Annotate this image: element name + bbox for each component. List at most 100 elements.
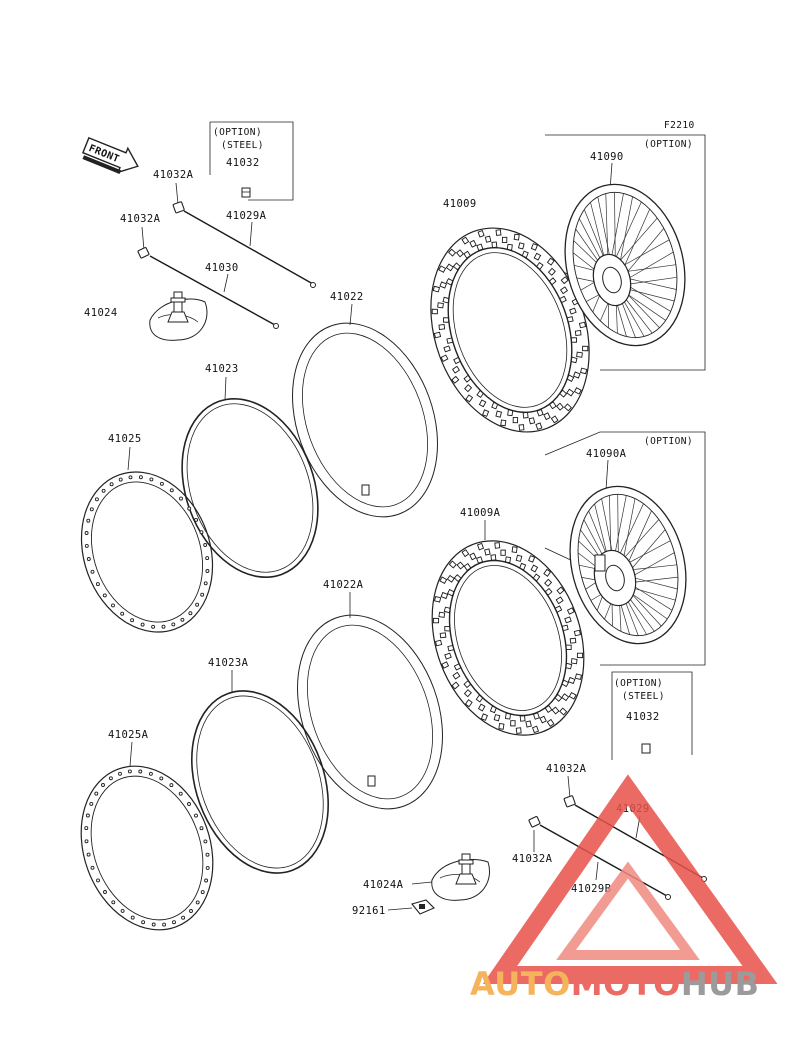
tread-knob bbox=[528, 417, 536, 425]
tread-knob bbox=[555, 596, 564, 605]
rim-band-41023A: 41023A bbox=[191, 657, 329, 874]
part-number: 41032 bbox=[226, 157, 260, 169]
spoke-hole bbox=[86, 852, 91, 857]
spoke-hole bbox=[103, 890, 107, 894]
tread-knob bbox=[522, 411, 529, 419]
tread-knob bbox=[435, 639, 443, 647]
tread-knob bbox=[438, 611, 446, 618]
watermark-text: AUTOMOTOHUB bbox=[470, 965, 760, 1003]
tread-knob bbox=[500, 419, 507, 427]
spoke-hole bbox=[151, 922, 156, 927]
spoke-hole bbox=[159, 481, 164, 486]
tread-knob bbox=[439, 632, 447, 639]
tube-41022A: 41022A bbox=[297, 579, 443, 810]
spoke-hole bbox=[199, 530, 204, 535]
part-92161: 92161 bbox=[352, 899, 435, 917]
spoke-set-41029A: 41032A 41029A 41032A 41030 bbox=[120, 169, 316, 329]
tread-knob bbox=[525, 720, 532, 728]
tread-knob bbox=[567, 676, 576, 685]
spoke-hole bbox=[195, 900, 200, 905]
spoke-hole bbox=[200, 592, 205, 597]
tread-knob bbox=[463, 689, 472, 698]
spoke-hole bbox=[203, 581, 208, 586]
part-number: 41090 bbox=[590, 151, 624, 163]
tread-knob bbox=[484, 548, 491, 556]
spoke-hole bbox=[101, 783, 105, 787]
tread-knob bbox=[484, 235, 492, 243]
spoke-hole bbox=[138, 475, 143, 480]
tread-knob bbox=[478, 399, 487, 408]
part-label-41032A: 41032A bbox=[512, 853, 553, 865]
tread-knob bbox=[464, 699, 473, 708]
tread-knob bbox=[539, 715, 547, 724]
spoke-hole bbox=[130, 915, 135, 920]
option-label: (OPTION) bbox=[644, 436, 693, 447]
tread-knob bbox=[438, 324, 446, 330]
wheel-41090A bbox=[569, 485, 687, 645]
rim-41025: 41025 bbox=[80, 433, 214, 633]
spoke-hole bbox=[169, 488, 174, 493]
tread-knob bbox=[560, 276, 569, 285]
tread-knob bbox=[432, 285, 441, 293]
tread-knob bbox=[461, 549, 470, 558]
tread-knob bbox=[438, 265, 447, 273]
spoke-hole bbox=[141, 920, 146, 925]
spoke-hole bbox=[101, 488, 106, 493]
spoke-hole bbox=[161, 624, 166, 629]
spoke-hole bbox=[179, 496, 183, 501]
tread-knob bbox=[480, 713, 488, 721]
tread-knob bbox=[495, 229, 502, 236]
tread-knob bbox=[433, 331, 442, 339]
nipple-icon bbox=[641, 743, 651, 754]
tread-knob bbox=[443, 345, 451, 353]
tread-knob bbox=[551, 706, 560, 715]
tread-knob bbox=[566, 607, 575, 615]
tread-knob bbox=[569, 307, 577, 315]
spoke-hole bbox=[159, 776, 164, 781]
tread-knob bbox=[531, 725, 540, 734]
tread-knob bbox=[494, 542, 501, 549]
spoke-hole bbox=[205, 852, 210, 857]
spoke-hole bbox=[204, 878, 209, 883]
option-label: (OPTION) bbox=[644, 139, 693, 150]
tread-knob bbox=[564, 616, 572, 624]
tread-knob bbox=[440, 591, 449, 600]
tread-knob bbox=[482, 409, 490, 417]
tread-knob bbox=[544, 578, 553, 587]
tread-knob bbox=[559, 286, 569, 295]
front-arrow-icon: FRONT bbox=[81, 136, 139, 174]
tread-knob bbox=[456, 249, 464, 258]
tread-knob bbox=[573, 629, 581, 637]
part-label-41022: 41022 bbox=[330, 291, 364, 303]
spoke-hole bbox=[109, 482, 114, 487]
option-label: (OPTION) bbox=[213, 127, 262, 138]
wheel-41090 bbox=[564, 183, 686, 347]
spoke-hole bbox=[96, 878, 100, 883]
tread-knob bbox=[535, 422, 543, 430]
part-label-41032A: 41032A bbox=[546, 763, 587, 775]
spoke-hole bbox=[189, 909, 193, 913]
part-number: 41032 bbox=[626, 711, 660, 723]
spoke-hole bbox=[94, 497, 99, 502]
part-label-41029B: 41029B bbox=[571, 883, 611, 895]
tread-knob bbox=[569, 637, 577, 644]
tread-knob bbox=[446, 574, 455, 583]
tread-knob bbox=[498, 723, 505, 730]
spoke-hole bbox=[187, 506, 192, 511]
watermark-logo: AUTOMOTOHUB bbox=[470, 774, 778, 1003]
spoke-hole bbox=[149, 477, 154, 482]
tread-knob bbox=[563, 403, 572, 412]
part-label-92161: 92161 bbox=[352, 905, 386, 917]
tread-knob bbox=[561, 693, 570, 702]
spoke-hole bbox=[151, 624, 156, 629]
tread-knob bbox=[461, 236, 470, 245]
tread-knob bbox=[513, 233, 520, 241]
tire-41009: 41009 bbox=[430, 198, 590, 433]
spoke-hole bbox=[203, 839, 208, 844]
tread-knob bbox=[444, 652, 452, 660]
tread-knob bbox=[440, 354, 449, 362]
spoke-hole bbox=[199, 826, 204, 831]
rim-41025A: 41025A bbox=[80, 729, 214, 931]
tread-knob bbox=[543, 568, 552, 577]
